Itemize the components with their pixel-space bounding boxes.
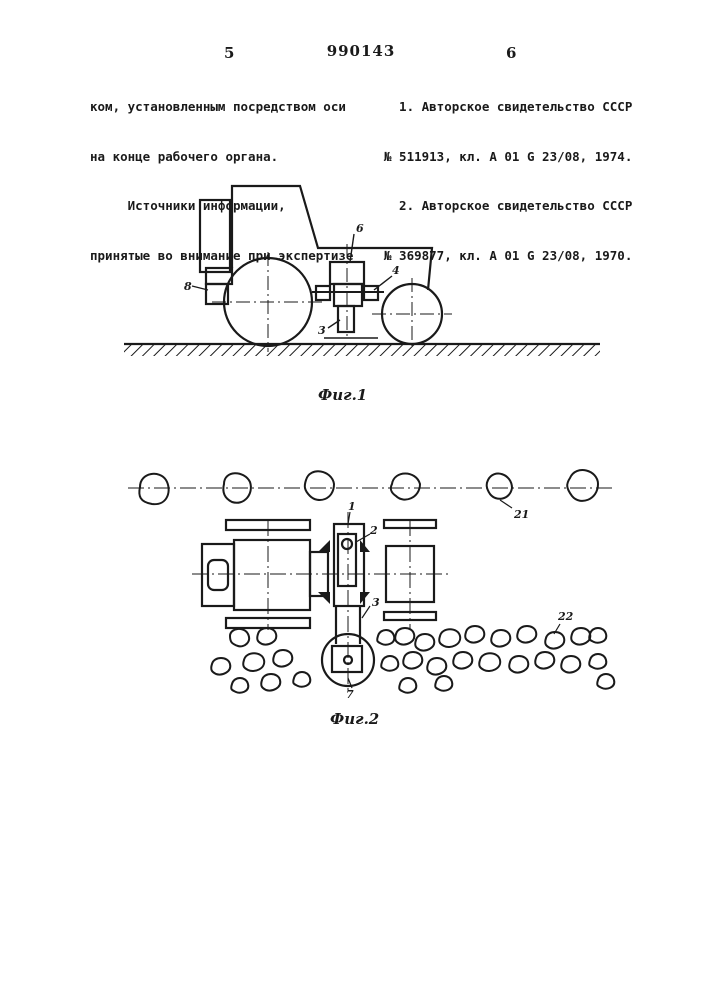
label-1: 1 [348,500,356,513]
figure-1-centerlines [212,244,452,352]
label-4: 4 [392,264,400,277]
ground-hatching [124,345,600,356]
tractor-front-top [202,544,234,606]
tractor-cab [232,186,432,290]
figure-1-drawing [124,186,600,356]
figure-2-caption: Фиг.2 [330,710,379,728]
label-2: 2 [369,524,378,537]
label-8: 8 [184,280,192,293]
figure-2-tractor [202,512,436,688]
pivot-2 [342,539,352,549]
figure-1-caption: Фиг.1 [318,386,367,404]
label-22: 22 [557,610,574,623]
figure-2-labels: 1 2 3 7 21 22 [346,500,574,701]
label-3: 3 [372,596,380,609]
working-organ-body [334,284,362,306]
cluster-22 [211,626,614,693]
working-organ-inner [338,534,356,586]
figure-1-labels: 8 6 4 3 [184,222,400,337]
disc-housing [332,646,362,672]
working-organ-3 [338,306,354,332]
label-21: 21 [513,508,529,521]
label-7: 7 [346,688,354,701]
figure-2-centerlines [128,488,614,690]
exhaust-stack [200,200,230,272]
label-3: 3 [318,324,326,337]
tractor-body-top [234,540,310,610]
label-6: 6 [356,222,364,235]
tree-row-21 [139,470,598,504]
tractor-hood [208,560,228,590]
